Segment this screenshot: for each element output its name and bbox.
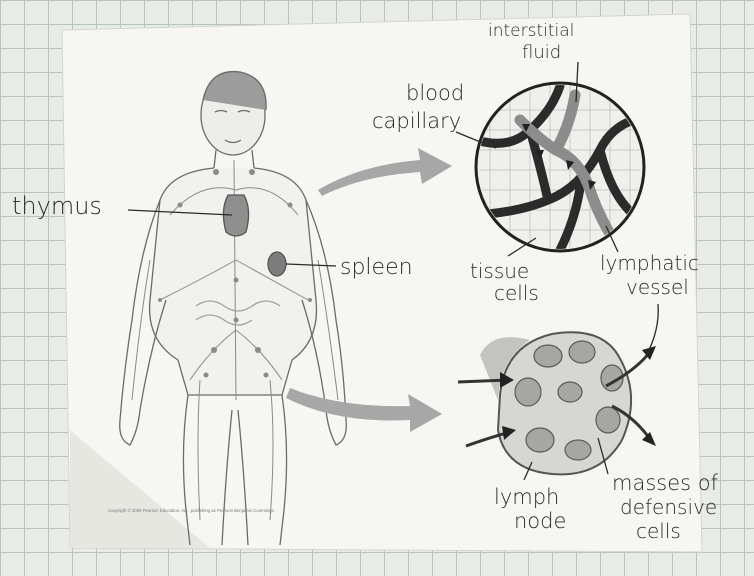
defensive-cells-label-line3: cells xyxy=(636,519,681,543)
interstitial-fluid-label-line2: fluid xyxy=(522,42,561,63)
lymphatic-vessel-label-line1: lymphatic xyxy=(600,251,699,275)
thymus-label: thymus xyxy=(12,192,102,220)
capillary-bed-circle xyxy=(476,83,644,251)
blood-capillary-label-line2: capillary xyxy=(372,109,461,133)
tissue-cells-label-line1: tissue xyxy=(470,259,529,283)
spleen-label: spleen xyxy=(340,255,413,280)
lymphatic-vessel-label-line2: vessel xyxy=(626,275,689,299)
defensive-cells-label-line1: masses of xyxy=(612,471,719,495)
lymph-node-label-line2: node xyxy=(514,509,566,533)
thymus-organ xyxy=(223,195,248,236)
copyright-caption: Copyright © 2008 Pearson Education, Inc.… xyxy=(108,508,275,513)
interstitial-fluid-label-line1: interstitial xyxy=(488,21,574,41)
spleen-organ xyxy=(268,252,286,276)
lymph-node-label-line1: lymph xyxy=(494,485,559,509)
lymph-node-capsule xyxy=(498,332,631,474)
tissue-cells-label-line2: cells xyxy=(494,281,539,305)
defensive-cells-label-line2: defensive xyxy=(620,495,717,519)
blood-capillary-label-line1: blood xyxy=(406,81,464,105)
